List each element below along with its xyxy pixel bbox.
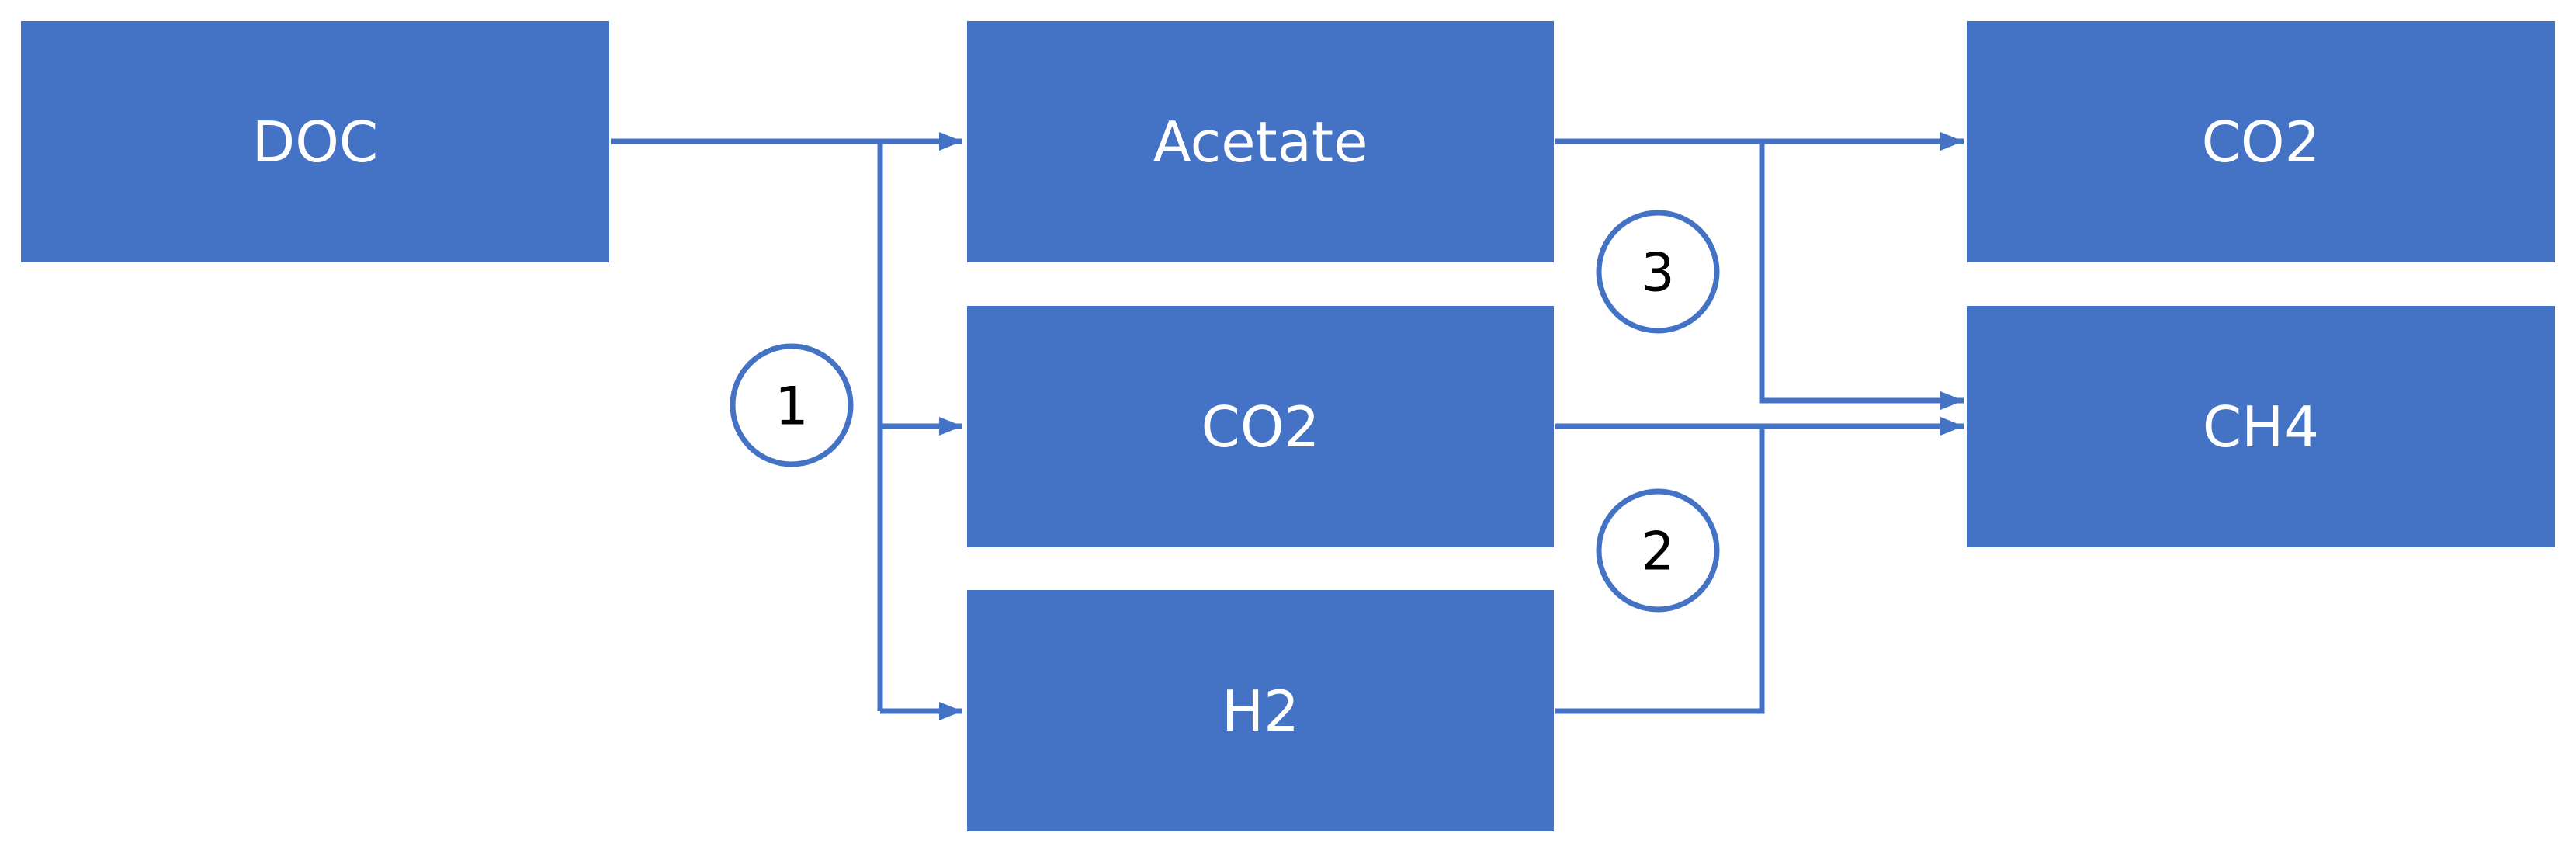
step-marker-2-circle (1596, 488, 1720, 613)
step-marker-2-label: 2 (1641, 522, 1674, 583)
node-co2-mid: CO2 (967, 306, 1554, 547)
node-co2-out-label: CO2 (2202, 109, 2321, 175)
node-co2-mid-box (967, 306, 1554, 547)
step-marker-3-label: 3 (1641, 243, 1674, 304)
step-marker-3: 3 (1596, 210, 1720, 334)
edge-acetate-to-ch4 (1759, 141, 1964, 410)
node-co2-out: CO2 (1967, 21, 2555, 262)
node-h2: H2 (967, 590, 1554, 831)
step-marker-1-circle (730, 343, 854, 467)
node-ch4-label: CH4 (2203, 394, 2319, 460)
node-acetate-label: Acetate (1153, 109, 1368, 175)
node-h2-label: H2 (1222, 679, 1299, 744)
node-doc-box (21, 21, 609, 262)
node-doc: DOC (21, 21, 609, 262)
node-h2-box (967, 590, 1554, 831)
step-marker-2: 2 (1596, 488, 1720, 613)
node-acetate: Acetate (967, 21, 1554, 262)
node-ch4-box (1967, 306, 2555, 547)
step-marker-1: 1 (730, 343, 854, 467)
step-marker-3-circle (1596, 210, 1720, 334)
node-co2-out-box (1967, 21, 2555, 262)
step-marker-1-label: 1 (775, 377, 808, 438)
node-ch4: CH4 (1967, 306, 2555, 547)
node-doc-label: DOC (252, 109, 378, 175)
edge-group-step-2 (1555, 417, 1964, 714)
node-acetate-box (967, 21, 1554, 262)
edge-h2-to-ch4 (1555, 426, 1765, 714)
edge-group-step-1 (611, 132, 962, 720)
edge-group-step-3 (1555, 132, 1964, 410)
node-co2-mid-label: CO2 (1201, 394, 1320, 460)
